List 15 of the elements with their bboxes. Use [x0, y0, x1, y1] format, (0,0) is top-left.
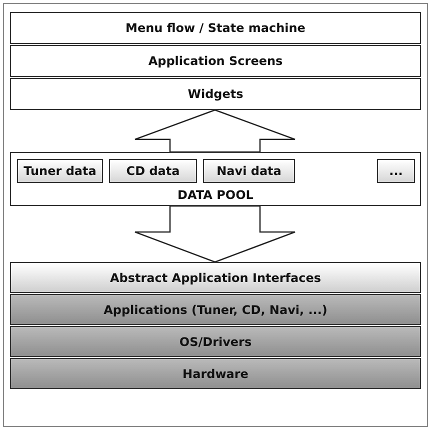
- data-box: Tuner data: [17, 159, 103, 183]
- data-box: Navi data: [203, 159, 295, 183]
- layer-box: Widgets: [10, 78, 421, 110]
- block-arrow: [134, 109, 296, 153]
- layer-box: Menu flow / State machine: [10, 12, 421, 44]
- layer-box: Abstract Application Interfaces: [10, 262, 421, 293]
- layer-box: Hardware: [10, 358, 421, 389]
- block-arrow: [134, 205, 296, 263]
- data-box: ...: [377, 159, 415, 183]
- panel-title: DATA POOL: [178, 188, 254, 202]
- layer-box: Applications (Tuner, CD, Navi, ...): [10, 294, 421, 325]
- layer-box: OS/Drivers: [10, 326, 421, 357]
- data-pool-panel: [10, 152, 421, 206]
- layer-box: Application Screens: [10, 45, 421, 77]
- data-box: CD data: [109, 159, 197, 183]
